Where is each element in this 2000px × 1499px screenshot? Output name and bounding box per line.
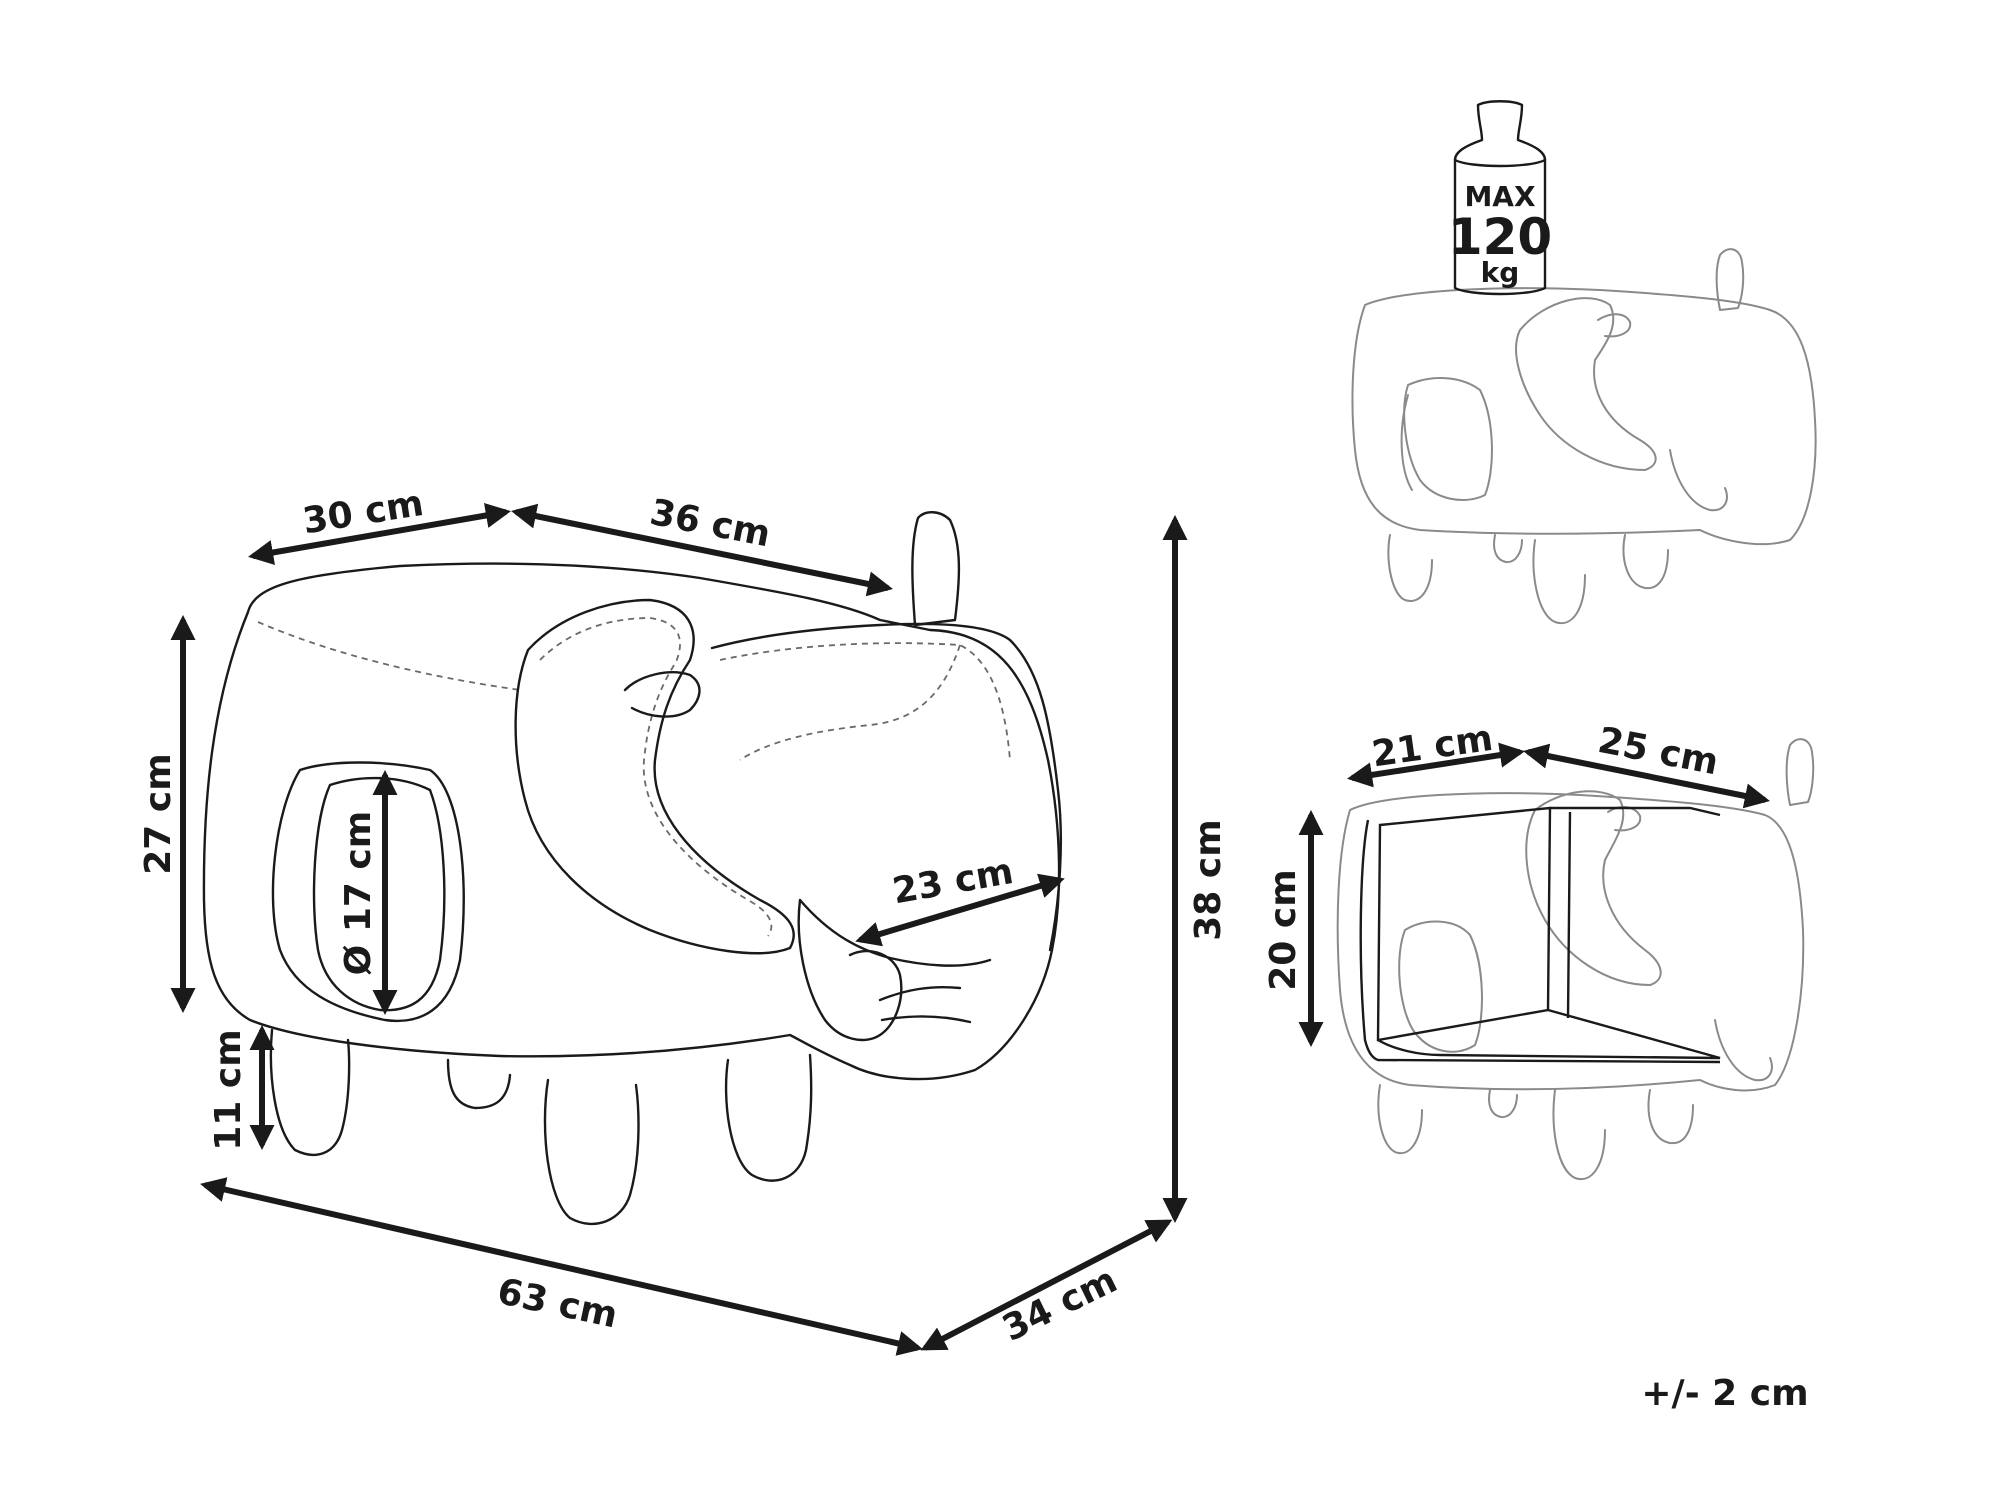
elephant-head [710, 622, 1063, 952]
head-stitching [719, 642, 1011, 761]
label-36cm: 36 cm [647, 492, 774, 555]
load-view: MAX 120 kg [1351, 100, 1817, 625]
main-dimension-lines [170, 503, 1188, 1356]
stool-body [202, 562, 1061, 1081]
leg-back-left [446, 1058, 512, 1110]
label-25cm: 25 cm [1595, 720, 1722, 783]
side-hole-inner [312, 776, 446, 1012]
dim-line-36cm [511, 503, 893, 597]
side-hole-outer [271, 761, 465, 1023]
top-stitching [257, 621, 521, 691]
storage-dimension-labels: 21 cm 25 cm 20 cm [1263, 718, 1722, 991]
elephant-ear [514, 598, 795, 955]
dim-line-30cm [248, 503, 511, 565]
weight-max-label: MAX [1464, 180, 1536, 213]
weight-value-label: 120 [1448, 208, 1552, 266]
trunk-wrinkles [878, 985, 972, 1024]
ear-flap [623, 671, 701, 718]
weight-unit-label: kg [1481, 256, 1520, 289]
label-20cm: 20 cm [1263, 869, 1304, 990]
dim-line-23cm [855, 873, 1065, 947]
elephant-trunk [797, 898, 992, 1042]
leg-front-left [269, 1028, 351, 1157]
label-63cm: 63 cm [494, 1271, 621, 1336]
label-30cm: 30 cm [300, 483, 426, 542]
dim-line-21cm [1347, 742, 1525, 788]
label-17cm: Ø 17 cm [338, 811, 379, 976]
label-34cm: 34 cm [996, 1260, 1123, 1350]
dim-line-25cm [1523, 743, 1770, 809]
tolerance-note: +/- 2 cm [1641, 1373, 1808, 1414]
storage-dimension-lines [1298, 742, 1770, 1048]
leg-front-right [543, 1078, 640, 1226]
load-view-elephant [1351, 248, 1817, 625]
leg-back-right [724, 1053, 813, 1182]
label-23cm: 23 cm [890, 851, 1017, 912]
label-11cm: 11 cm [208, 1029, 249, 1150]
storage-view [1336, 738, 1815, 1181]
storage-view-elephant [1336, 738, 1815, 1181]
label-27cm: 27 cm [138, 753, 179, 874]
label-38cm: 38 cm [1188, 819, 1229, 940]
elephant-tusk [911, 511, 961, 627]
weight-icon: MAX 120 kg [1448, 100, 1552, 296]
dim-line-34cm [920, 1219, 1173, 1351]
label-21cm: 21 cm [1369, 718, 1495, 776]
storage-compartment [1359, 806, 1721, 1064]
dim-line-63cm [200, 1177, 923, 1356]
